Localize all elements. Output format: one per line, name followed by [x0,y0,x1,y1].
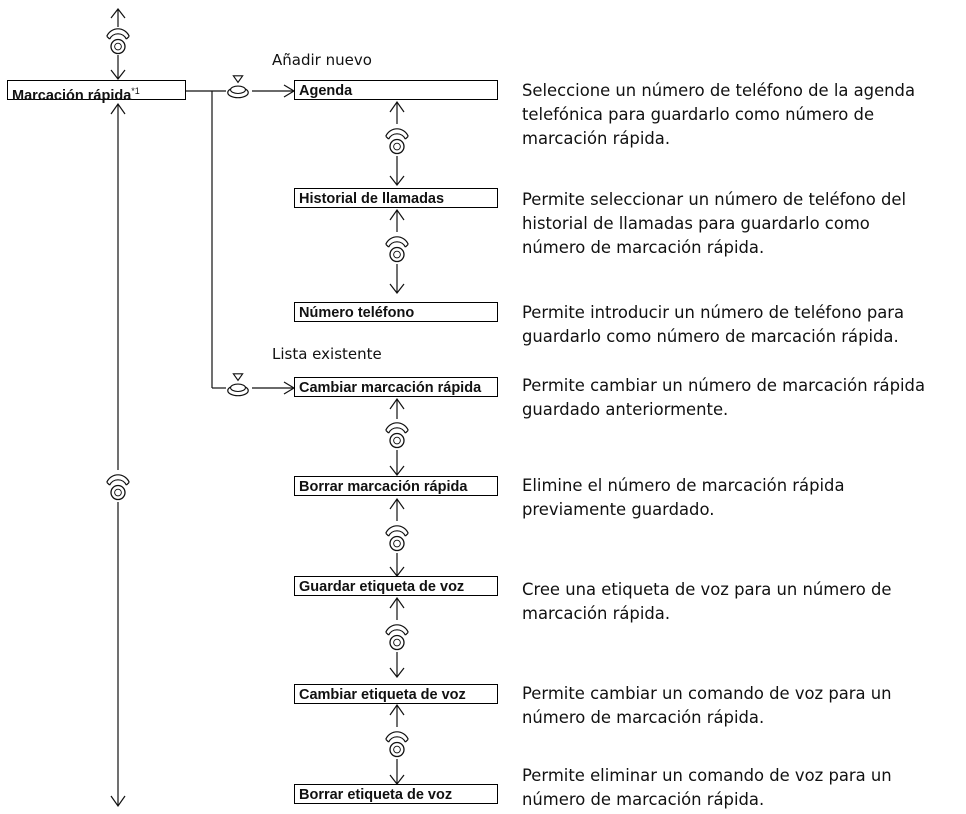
option-description: Seleccione un número de teléfono de la a… [522,79,966,151]
arrow-up-icon [110,8,126,19]
option-description: Permite introducir un número de teléfono… [522,301,966,349]
description-line: marcación rápida. [522,604,671,623]
menu-option-agenda[interactable]: Agenda [294,80,498,100]
rotate-dial-icon [385,731,409,758]
description-line: Permite eliminar un comando de voz para … [522,766,892,785]
description-line: marcación rápida. [522,129,671,148]
menu-option-label: Cambiar marcación rápida [299,380,482,396]
root-menu-box[interactable]: Marcación rápida*1 [7,80,186,104]
menu-option-change-speed-dial[interactable]: Cambiar marcación rápida [294,377,498,397]
menu-option-change-voice-tag[interactable]: Cambiar etiqueta de voz [294,684,498,704]
description-line: guardado anteriormente. [522,400,729,419]
menu-option-delete-voice-tag[interactable]: Borrar etiqueta de voz [294,784,498,804]
rotate-dial-icon [385,525,409,552]
description-line: telefónica para guardarlo como número de [522,105,875,124]
menu-option-label: Borrar marcación rápida [299,479,468,495]
option-description: Elimine el número de marcación rápida pr… [522,474,966,522]
arrow-down-icon [110,795,126,808]
arrow-down-icon [110,69,126,80]
description-line: Cree una etiqueta de voz para un número … [522,580,892,599]
root-menu-label: Marcación rápida [12,87,132,104]
step-connector [385,397,409,476]
menu-option-label: Guardar etiqueta de voz [299,579,465,595]
menu-option-label: Número teléfono [299,305,415,321]
step-connector [385,208,409,294]
description-line: número de marcación rápida. [522,708,765,727]
option-description: Cree una etiqueta de voz para un número … [522,578,966,626]
menu-option-label: Agenda [299,83,353,99]
arrow-up-icon [110,102,126,115]
group-label-add-new: Añadir nuevo [272,51,372,69]
enter-button-icon [227,75,249,99]
description-line: Permite cambiar un número de marcación r… [522,376,926,395]
rotate-dial-icon [385,128,409,155]
description-line: guardarlo como número de marcación rápid… [522,327,899,346]
description-line: historial de llamadas para guardarlo com… [522,214,870,233]
rotate-dial-icon [385,236,409,263]
step-connector [385,703,409,785]
option-description: Permite cambiar un número de marcación r… [522,374,966,422]
description-line: Permite seleccionar un número de teléfon… [522,190,907,209]
description-line: Permite introducir un número de teléfono… [522,303,905,322]
description-line: Seleccione un número de teléfono de la a… [522,81,915,100]
menu-option-label: Cambiar etiqueta de voz [299,687,466,703]
enter-button-icon [227,373,249,397]
description-line: número de marcación rápida. [522,790,765,809]
footnote-marker: *1 [131,86,140,96]
description-line: Permite cambiar un comando de voz para u… [522,684,892,703]
rotate-dial-icon [106,474,130,501]
step-connector [385,100,409,186]
step-connector [385,596,409,678]
description-line: número de marcación rápida. [522,238,765,257]
menu-option-call-history[interactable]: Historial de llamadas [294,188,498,208]
menu-option-delete-speed-dial[interactable]: Borrar marcación rápida [294,476,498,496]
rotate-dial-icon [385,624,409,651]
option-description: Permite seleccionar un número de teléfon… [522,188,966,260]
rotate-dial-icon [106,28,130,55]
rotate-dial-icon [385,422,409,449]
option-description: Permite cambiar un comando de voz para u… [522,682,966,730]
menu-option-phone-number[interactable]: Número teléfono [294,302,498,322]
group-label-existing-list: Lista existente [272,345,382,363]
description-line: previamente guardado. [522,500,715,519]
menu-option-store-voice-tag[interactable]: Guardar etiqueta de voz [294,576,498,596]
step-connector [385,497,409,577]
menu-option-label: Historial de llamadas [299,191,445,207]
description-line: Elimine el número de marcación rápida [522,476,845,495]
menu-option-label: Borrar etiqueta de voz [299,787,453,803]
option-description: Permite eliminar un comando de voz para … [522,764,966,812]
